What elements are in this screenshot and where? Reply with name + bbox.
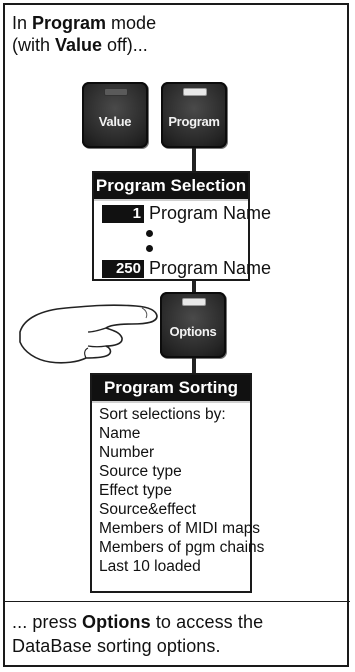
options-led-indicator xyxy=(182,298,206,306)
outro-line-1-pre: ... press xyxy=(12,612,83,632)
intro-program-bold: Program xyxy=(32,13,107,33)
program-selection-first-row: 1 Program Name xyxy=(102,202,271,224)
outro-line-1: ... press Options to access the xyxy=(12,610,263,634)
program-sorting-display: Program Sorting Sort selections by: Name… xyxy=(90,373,264,593)
pointing-hand-icon xyxy=(19,304,158,364)
program-button-label: Program xyxy=(168,114,220,129)
intro-line-1-pre: In xyxy=(12,13,33,33)
sort-option-effect-type: Effect type xyxy=(99,482,172,499)
outro-line-2: DataBase sorting options. xyxy=(12,636,221,656)
sort-option-number: Number xyxy=(99,444,155,461)
intro-line-1: In Program mode xyxy=(12,12,156,34)
intro-line-2-pre: (with xyxy=(12,35,56,55)
program-name-last: Program Name xyxy=(149,258,272,278)
program-selection-title: Program Selection xyxy=(94,173,248,201)
connector-program-to-selection xyxy=(192,148,196,172)
caption-divider xyxy=(4,601,350,602)
options-button[interactable]: Options xyxy=(160,292,226,358)
diagram-frame xyxy=(3,3,349,667)
outro-line-1-post: to access the xyxy=(150,612,264,632)
program-number-last: 250 xyxy=(102,260,144,278)
outro-text: ... press Options to access the DataBase… xyxy=(12,610,263,658)
value-button-label: Value xyxy=(98,114,132,129)
program-sorting-title: Program Sorting xyxy=(92,375,250,403)
program-button[interactable]: Program xyxy=(161,82,227,148)
ellipsis-dot-2 xyxy=(146,245,153,252)
sort-option-pgm-chains: Members of pgm chains xyxy=(99,539,265,556)
program-number-first: 1 xyxy=(102,205,144,223)
intro-text: In Program mode (with Value off)... xyxy=(12,12,156,56)
options-button-label: Options xyxy=(169,324,217,339)
sort-option-name: Name xyxy=(99,425,141,442)
intro-value-bold: Value xyxy=(55,35,103,55)
outro-options-bold: Options xyxy=(82,612,151,632)
program-name-first: Program Name xyxy=(149,203,272,223)
sort-option-source-effect: Source&effect xyxy=(99,501,197,518)
program-led-indicator xyxy=(183,88,207,96)
value-led-indicator xyxy=(104,88,128,96)
program-selection-last-row: 250 Program Name xyxy=(102,257,271,279)
intro-line-2-post: off)... xyxy=(102,35,148,55)
connector-selection-to-options xyxy=(192,281,196,293)
intro-line-1-post: mode xyxy=(106,13,157,33)
sorting-header: Sort selections by: xyxy=(99,406,226,423)
sort-option-source-type: Source type xyxy=(99,463,182,480)
ellipsis-dot-1 xyxy=(146,230,153,237)
intro-line-2: (with Value off)... xyxy=(12,34,156,56)
sort-option-midi-maps: Members of MIDI maps xyxy=(99,520,261,537)
sort-option-last-10-loaded: Last 10 loaded xyxy=(99,558,201,575)
value-button[interactable]: Value xyxy=(82,82,148,148)
connector-options-to-sorting xyxy=(192,358,196,374)
